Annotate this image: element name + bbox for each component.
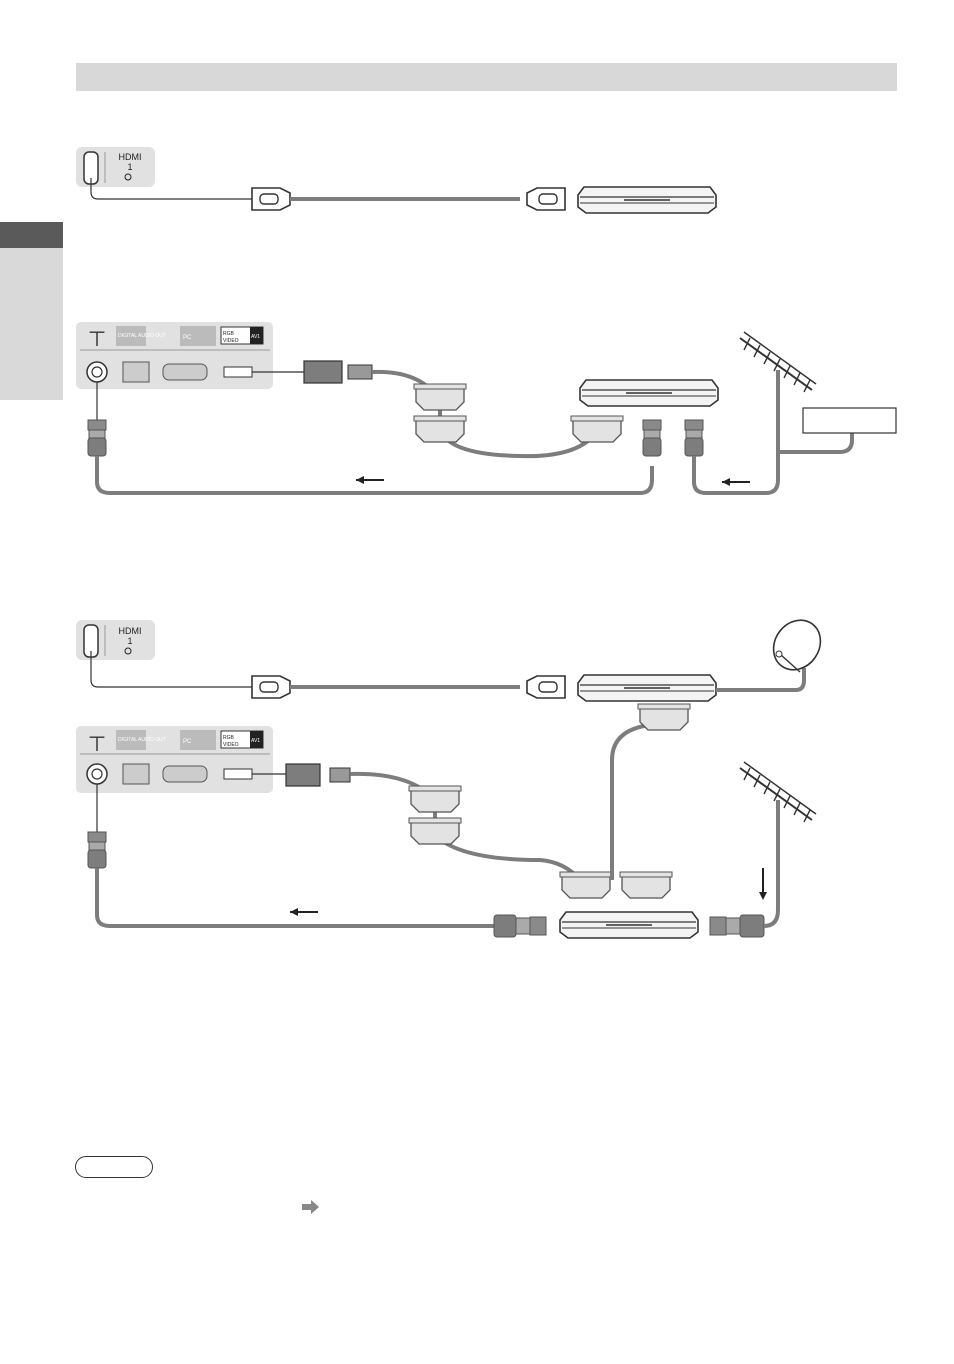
hdmi-plug-left-2: [251, 675, 291, 699]
svg-text:RGB: RGB: [223, 331, 235, 337]
satellite-dish-icon: [772, 619, 822, 673]
rf-plug-tv: [87, 419, 107, 457]
scart-connector-lower: [413, 415, 467, 443]
hdmi-plug-right: [526, 187, 566, 211]
svg-text:VIDEO: VIDEO: [223, 338, 239, 344]
recorder-device-3: [559, 911, 699, 939]
scart-connector-3b: [408, 817, 462, 845]
svg-text:VIDEO: VIDEO: [223, 742, 239, 748]
section-header-bar: [76, 63, 897, 91]
hdmi-cable-thin: [90, 178, 252, 200]
rf-plug-recorder-in: [684, 419, 704, 457]
hdmi-label-line1: HDMI: [119, 152, 142, 162]
svg-text:DIGITAL AUDIO OUT: DIGITAL AUDIO OUT: [118, 737, 166, 743]
rf-cable-antenna: [692, 370, 780, 495]
scart-connector-3d: [619, 871, 673, 899]
antenna-symbol-icon-2: ㄒ: [88, 734, 106, 755]
scart-connector-recorder: [570, 415, 624, 443]
svg-text:RGB: RGB: [223, 735, 235, 741]
scart-connector-stb: [637, 703, 691, 731]
svg-text:PC: PC: [183, 335, 192, 341]
scart-cable: [371, 369, 600, 459]
arrow-right-icon: [302, 1200, 319, 1214]
rf-plug-horizontal-left: [493, 914, 517, 938]
hdmi-terminal-panel-2: HDMI 1: [76, 620, 155, 660]
hdmi-terminal-panel: HDMI 1: [76, 147, 155, 187]
hdmi-plug-left: [251, 187, 291, 211]
note-box: [75, 1156, 153, 1178]
rear-terminal-panel-2: ㄒ DIGITAL AUDIO OUT PC RGB VIDEO AV1: [76, 726, 273, 793]
scart-connector-upper: [413, 383, 467, 411]
scart-plug-tv: [303, 360, 343, 384]
side-tab: [0, 248, 63, 400]
rf-plug-horizontal-right: [709, 916, 727, 936]
rf-cable-to-tv: [95, 456, 654, 495]
scart-connector-3a: [408, 785, 462, 813]
recorder-device-2: [579, 379, 719, 407]
svg-text:1: 1: [127, 636, 132, 646]
svg-text:PC: PC: [183, 739, 192, 745]
svg-text:HDMI: HDMI: [119, 626, 142, 636]
svg-text:DIGITAL AUDIO OUT: DIGITAL AUDIO OUT: [118, 333, 166, 339]
rear-terminal-panel: ㄒ DIGITAL AUDIO OUT PC RGB VIDEO AV1: [76, 322, 273, 389]
side-tab-active: [0, 222, 63, 248]
rf-plug-recorder-out: [642, 419, 662, 457]
antenna-symbol-icon: ㄒ: [88, 329, 106, 350]
svg-text:AV1: AV1: [251, 334, 260, 340]
recorder-device: [577, 186, 717, 214]
hdmi-label-line2: 1: [127, 162, 132, 172]
hdmi-plug-right-2: [526, 675, 566, 699]
label-box: [802, 407, 897, 434]
svg-text:AV1: AV1: [251, 738, 260, 744]
rf-plug-tv-2: [87, 831, 107, 869]
set-top-box: [577, 674, 717, 702]
scart-connector-3c: [559, 871, 613, 899]
